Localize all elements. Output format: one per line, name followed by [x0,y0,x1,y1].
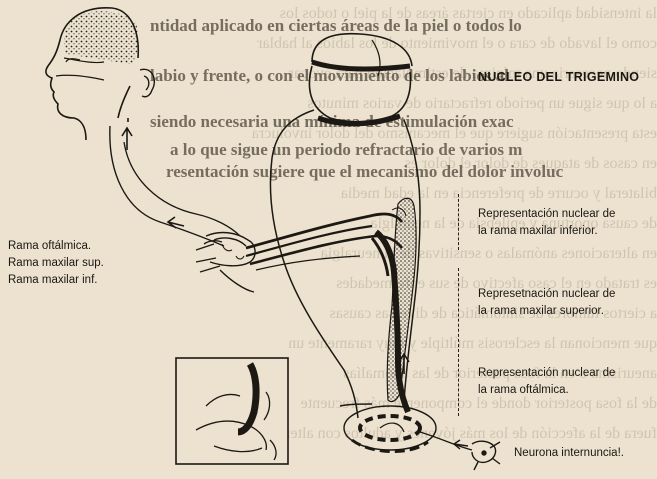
pons [309,34,412,124]
ear [140,69,154,96]
label-maxillary-inf-branch: Rama maxilar inf. [8,273,97,288]
label-ophthalmic-branch: Rama oftálmica. [8,239,91,254]
head-up-arrow [122,128,132,150]
spinal-cord-section [344,406,436,452]
label-interneuron: Neurona internuncia!. [514,446,624,461]
label-rep-maxillary-superior-1: Represetnación nuclear de [478,287,615,302]
bracket-ophthalmic [458,354,465,416]
trigeminal-nucleus [387,198,416,401]
left-arrow [168,217,184,228]
head-dotted-region [64,11,138,64]
label-rep-maxillary-inferior-2: la rama maxilar inferior. [478,224,598,239]
label-rep-maxillary-superior-2: la rama maxilar superior. [478,304,604,319]
trigeminal-ganglion [196,233,255,292]
diagram-title: NUCLEO DEL TRIGEMINO [478,70,639,84]
label-rep-maxillary-inferior-1: Representación nuclear de [478,207,615,222]
nerve-loop-2 [124,142,240,236]
label-rep-ophthalmic-2: la rama oftálmica. [478,383,569,398]
label-maxillary-sup-branch: Rama maxilar sup. [8,256,104,271]
bracket-maxillary-inferior [458,194,465,250]
nerve-bundle [246,214,402,270]
label-rep-ophthalmic-1: Representación nuclear de [478,366,615,381]
inset-box [176,358,288,464]
bracket-maxillary-superior [458,268,465,352]
